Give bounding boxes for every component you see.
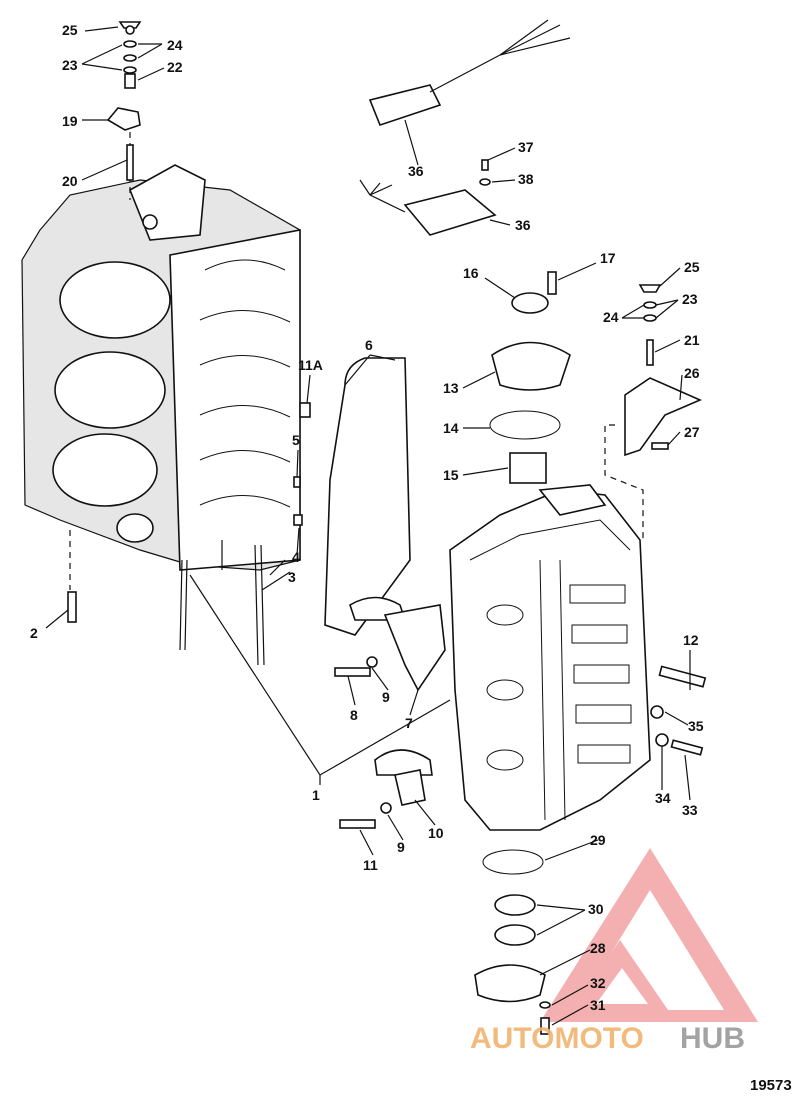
callout-8: 8 <box>350 707 358 723</box>
callout-33: 33 <box>682 802 698 818</box>
lower-end-cap <box>474 849 551 1035</box>
callout-4: 4 <box>292 549 300 565</box>
callout-31: 31 <box>590 997 606 1013</box>
locator-line-26 <box>604 424 644 540</box>
callout-24: 24 <box>167 37 183 53</box>
callout-27: 27 <box>684 424 700 440</box>
callout-32: 32 <box>590 975 606 991</box>
callout-10: 10 <box>428 825 444 841</box>
watermark-hub: HUB <box>680 1022 745 1055</box>
callout-23: 23 <box>62 57 78 73</box>
upper-end-cap <box>489 271 571 484</box>
callout-14: 14 <box>443 420 459 436</box>
stud-2 <box>67 591 77 623</box>
callout-labels: 25 24 23 22 19 20 2 3 4 5 11A 6 1 8 9 7 … <box>30 22 704 1013</box>
side-fasteners <box>650 665 707 756</box>
callout-38: 38 <box>518 171 534 187</box>
leader-lines <box>45 26 691 1026</box>
callout-5: 5 <box>292 432 300 448</box>
callout-35: 35 <box>688 718 704 734</box>
bearing-carrier-10 <box>339 749 433 829</box>
callout-11: 11 <box>363 857 378 873</box>
dowel-11a <box>299 402 311 418</box>
callout-16: 16 <box>463 265 479 281</box>
watermark-logo <box>540 848 758 1022</box>
watermark-automoto: AUTOMOTO <box>470 1022 644 1055</box>
callout-2: 2 <box>30 625 38 641</box>
callout-22: 22 <box>167 59 183 75</box>
callout-9: 9 <box>382 689 390 705</box>
callout-19: 19 <box>62 113 78 129</box>
callout-23-right: 23 <box>682 291 698 307</box>
callout-3: 3 <box>288 569 296 585</box>
watermark-text: AUTOMOTO HUB <box>470 1022 745 1055</box>
callout-25: 25 <box>62 22 78 38</box>
crankcase-cover <box>449 484 651 831</box>
figure-number: 19573 <box>750 1077 792 1094</box>
callout-36-upper: 36 <box>408 163 424 179</box>
callout-9-lower: 9 <box>397 839 405 855</box>
callout-6: 6 <box>365 337 373 353</box>
callout-29: 29 <box>590 832 606 848</box>
bracket-hardware <box>624 284 703 457</box>
cylinder-block <box>21 164 301 571</box>
callout-34: 34 <box>655 790 671 806</box>
callout-21: 21 <box>684 332 700 348</box>
callout-36-lower: 36 <box>515 217 531 233</box>
callout-15: 15 <box>443 467 459 483</box>
callout-30: 30 <box>588 901 604 917</box>
callout-17: 17 <box>600 250 616 266</box>
long-studs <box>179 540 265 666</box>
ignition-modules <box>359 19 571 236</box>
callout-7: 7 <box>405 715 413 731</box>
pin-5 <box>293 476 301 488</box>
callout-37: 37 <box>518 139 534 155</box>
callout-11a: 11A <box>298 357 323 373</box>
top-hardware <box>106 21 142 181</box>
callout-12: 12 <box>683 632 699 648</box>
callout-26: 26 <box>684 365 700 381</box>
callout-20: 20 <box>62 173 78 189</box>
callout-24-right: 24 <box>603 309 619 325</box>
callout-13: 13 <box>443 380 459 396</box>
callout-25-right: 25 <box>684 259 700 275</box>
callout-28: 28 <box>590 940 606 956</box>
callout-1: 1 <box>312 787 320 803</box>
pin-4 <box>293 514 303 526</box>
bearing-carrier-7 <box>334 596 446 692</box>
tube-6 <box>324 357 411 636</box>
